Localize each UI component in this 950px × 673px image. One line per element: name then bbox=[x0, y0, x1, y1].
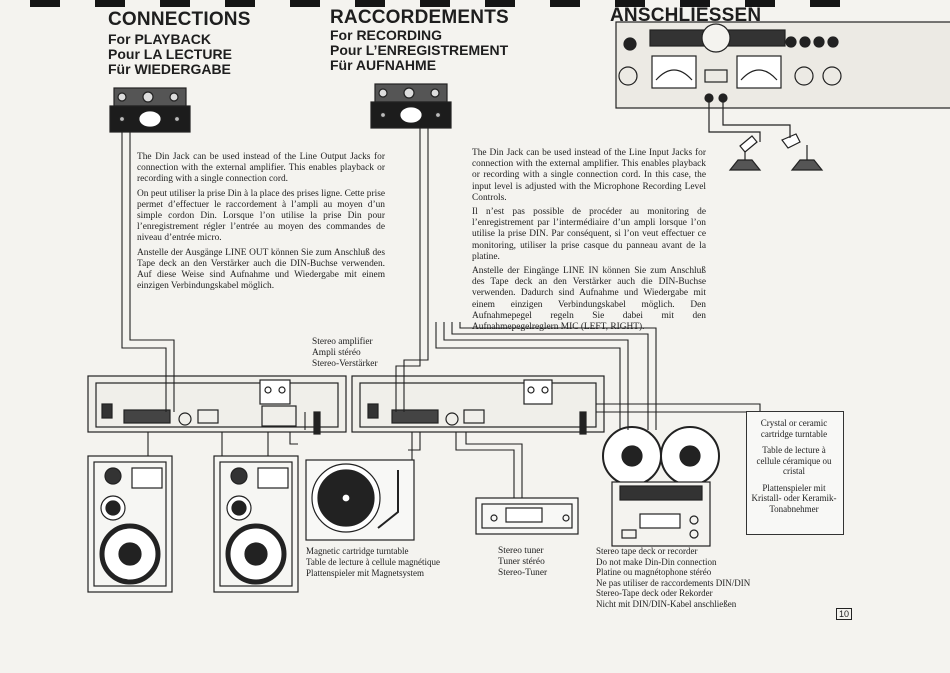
recording-text-de: Anstelle der Eingänge LINE IN können Sie… bbox=[472, 266, 706, 333]
heading-pour-enregistrement: Pour L’ENREGISTREMENT bbox=[330, 42, 509, 58]
speaker-left bbox=[87, 455, 173, 593]
cable-lines bbox=[121, 128, 761, 498]
binding-strip bbox=[355, 0, 385, 7]
binding-strip bbox=[420, 0, 450, 7]
binding-strip bbox=[745, 0, 775, 7]
tape-deck-front-panel bbox=[615, 21, 950, 109]
recording-text-block: The Din Jack can be used instead of the … bbox=[472, 148, 706, 336]
heading-connections: CONNECTIONS bbox=[108, 9, 251, 30]
playback-text-block: The Din Jack can be used instead of the … bbox=[137, 152, 385, 295]
din-jack-panel-recording bbox=[370, 83, 452, 129]
page-number: 10 bbox=[836, 608, 853, 620]
binding-strip bbox=[95, 0, 125, 7]
microphone-right bbox=[781, 133, 824, 171]
crystal-turntable-box bbox=[746, 411, 844, 535]
tape-deck-label: Stereo tape deck or recorder Do not make… bbox=[596, 546, 751, 609]
microphone-left bbox=[728, 135, 762, 171]
playback-text-de: Anstelle der Ausgänge LINE OUT können Si… bbox=[137, 247, 385, 292]
speaker-right bbox=[213, 455, 299, 593]
amplifier-right bbox=[351, 375, 605, 435]
binding-strip bbox=[30, 0, 60, 7]
din-jack-panel-playback bbox=[109, 87, 191, 133]
amplifier-left bbox=[87, 375, 347, 435]
heading-pour-lecture: Pour LA LECTURE bbox=[108, 46, 232, 62]
stereo-tuner bbox=[475, 497, 579, 535]
playback-text-fr: On peut utiliser la prise Din à la place… bbox=[137, 188, 385, 244]
playback-text-en: The Din Jack can be used instead of the … bbox=[137, 152, 385, 185]
heading-for-playback: For PLAYBACK bbox=[108, 31, 211, 47]
heading-fur-aufnahme: Für AUFNAHME bbox=[330, 57, 437, 73]
binding-strip bbox=[550, 0, 580, 7]
binding-strip bbox=[225, 0, 255, 7]
heading-for-recording: For RECORDING bbox=[330, 27, 442, 43]
binding-strip bbox=[160, 0, 190, 7]
binding-strip bbox=[485, 0, 515, 7]
heading-raccordements: RACCORDEMENTS bbox=[330, 7, 509, 28]
binding-strip bbox=[680, 0, 710, 7]
recording-text-fr: Il n’est pas possible de procéder au mon… bbox=[472, 207, 706, 262]
recording-text-en: The Din Jack can be used instead of the … bbox=[472, 148, 706, 203]
tape-deck-recorder bbox=[602, 426, 720, 547]
tuner-label: Stereo tuner Tuner stéréo Stereo-Tuner bbox=[498, 546, 548, 578]
binding-strip bbox=[615, 0, 645, 7]
magnetic-turntable-label: Magnetic cartridge turntable Table de le… bbox=[306, 546, 441, 578]
turntable-magnetic bbox=[305, 459, 415, 541]
binding-strip bbox=[810, 0, 840, 7]
binding-strip bbox=[290, 0, 320, 7]
heading-fur-wiedergabe: Für WIEDERGABE bbox=[108, 61, 231, 77]
crystal-turntable-label: Crystal or ceramic cartridge turntable T… bbox=[751, 418, 837, 514]
amplifier-label: Stereo amplifier Ampli stéréo Stereo-Ver… bbox=[312, 337, 378, 369]
heading-anschliessen: ANSCHLIESSEN bbox=[610, 5, 762, 26]
